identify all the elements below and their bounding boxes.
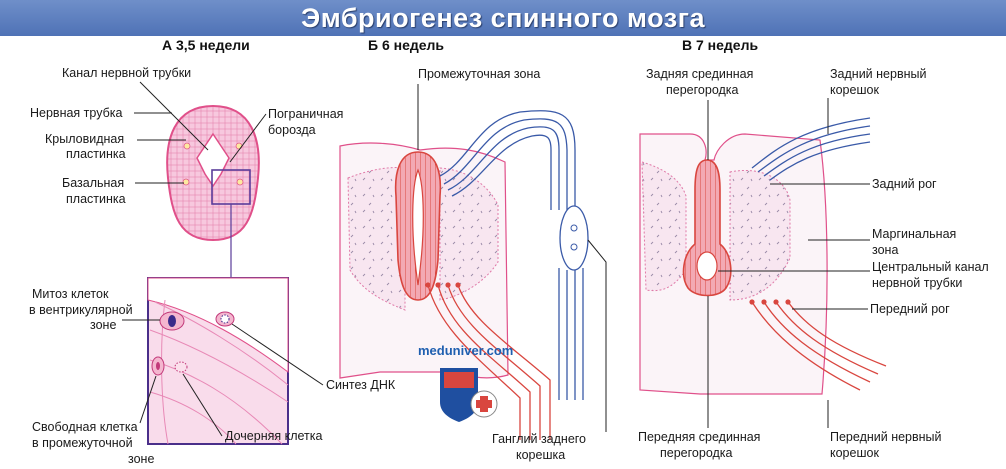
label-sulcus-1: Пограничная	[268, 107, 343, 121]
label-ant-root-2: корешок	[830, 446, 879, 460]
label-ant-root-1: Передний нервный	[830, 430, 942, 444]
label-mitosis-1: Митоз клеток	[32, 287, 109, 301]
label-alar-1: Крыловидная	[45, 132, 124, 146]
label-post-root-2: корешок	[830, 83, 879, 97]
label-ganglion-2: корешка	[516, 448, 565, 462]
label-intermediate: Промежуточная зона	[418, 67, 540, 81]
panel-c: В 7 недель Задняя срединная перегородка …	[638, 37, 989, 460]
label-post-septum-2: перегородка	[666, 83, 739, 97]
label-central-2: нервной трубки	[872, 276, 962, 290]
label-tube: Нервная трубка	[30, 106, 122, 120]
page-title: Эмбриогенез спинного мозга	[301, 3, 705, 33]
label-alar-2: пластинка	[66, 147, 126, 161]
panel-b: Б 6 недель Промежуточная зона Ганглий за…	[339, 37, 607, 462]
label-marginal-2: зона	[872, 243, 898, 257]
label-free-3: зоне	[128, 452, 154, 466]
label-canal: Канал нервной трубки	[62, 66, 191, 80]
label-post-root-1: Задний нервный	[830, 67, 926, 81]
label-daughter: Дочерняя клетка	[225, 429, 323, 443]
label-ant-horn: Передний рог	[870, 302, 950, 316]
panel-b-heading: Б 6 недель	[368, 37, 444, 53]
label-free-2: в промежуточной	[32, 436, 133, 450]
label-marginal-1: Маргинальная	[872, 227, 956, 241]
label-mitosis-3: зоне	[90, 318, 116, 332]
neural-tube-7w	[682, 159, 732, 297]
label-dna: Синтез ДНК	[326, 378, 396, 392]
panel-c-heading: В 7 недель	[682, 37, 758, 53]
watermark-text: meduniver.com	[418, 343, 513, 358]
label-ganglion-1: Ганглий заднего	[492, 432, 586, 446]
label-basal-1: Базальная	[62, 176, 124, 190]
label-free-1: Свободная клетка	[32, 420, 138, 434]
central-canal	[696, 251, 718, 281]
watermark-logo: meduniver.com	[418, 343, 513, 422]
panel-a-heading: А 3,5 недели	[162, 37, 250, 53]
label-sulcus-2: борозда	[268, 123, 316, 137]
label-central-1: Центральный канал	[872, 260, 989, 274]
ganglion	[559, 205, 589, 271]
label-basal-2: пластинка	[66, 192, 126, 206]
label-ant-septum-1: Передняя срединная	[638, 430, 760, 444]
panel-a: А 3,5 недели Канал нервной трубки Нервна…	[29, 37, 396, 466]
magnified-inset	[147, 277, 289, 445]
title-bar	[0, 0, 1006, 36]
label-post-horn: Задний рог	[872, 177, 937, 191]
neural-tube	[166, 104, 260, 242]
label-ant-septum-2: перегородка	[660, 446, 733, 460]
label-post-septum-1: Задняя срединная	[646, 67, 753, 81]
label-mitosis-2: в вентрикулярной	[29, 303, 133, 317]
